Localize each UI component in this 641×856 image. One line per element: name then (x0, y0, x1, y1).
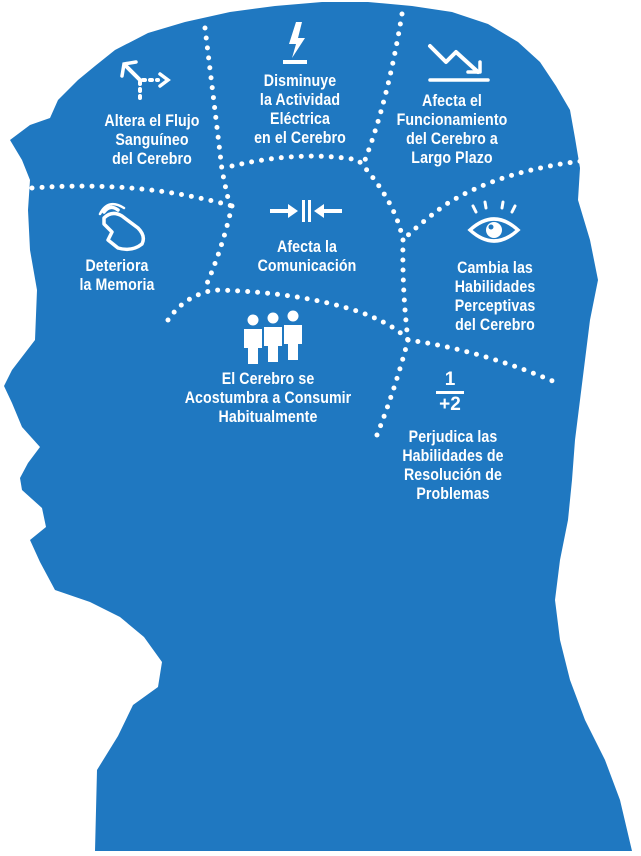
label-line: la Memoria (79, 276, 155, 294)
label-line: Perceptivas (454, 297, 536, 315)
label-line: Problemas (416, 485, 490, 503)
label-line: Habilidades de (402, 447, 504, 465)
label-line: Habitualmente (218, 408, 318, 426)
divider-dotted-line (362, 11, 405, 163)
label-line: Eléctrica (270, 110, 330, 128)
lightning-bolt-icon (283, 22, 307, 64)
divider-dotted-line (400, 237, 411, 343)
label-problem-solving: Perjudica las Habilidades de Resolución … (389, 428, 518, 504)
label-communication: Afecta la Comunicación (243, 238, 372, 276)
label-line: Disminuye (263, 72, 337, 90)
label-line: Acostumbra a Consumir (184, 389, 352, 407)
label-electrical: Disminuye la Actividad Eléctrica en el C… (231, 72, 369, 148)
label-habit: El Cerebro se Acostumbra a Consumir Habi… (182, 370, 354, 427)
people-group-icon (244, 310, 302, 364)
label-line: El Cerebro se (221, 370, 315, 388)
finger-tap-icon (98, 202, 146, 252)
label-line: en el Cerebro (254, 129, 346, 147)
fraction-top: 1 (444, 369, 456, 390)
label-line: Habilidades (454, 278, 536, 296)
eye-icon (467, 200, 521, 243)
head-silhouette (4, 2, 632, 851)
label-line: del Cerebro (112, 150, 192, 168)
region-divider-dots (29, 11, 593, 443)
divider-dotted-line (29, 183, 235, 209)
label-line: Resolución de (403, 466, 503, 484)
divider-dotted-line (202, 25, 233, 208)
label-line: Comunicación (257, 257, 357, 275)
fraction-bottom: +2 (439, 394, 461, 415)
divider-dotted-line (229, 153, 406, 243)
fraction-sum-icon: 1 +2 (430, 370, 470, 414)
label-line: del Cerebro (455, 316, 535, 334)
divider-dotted-line (400, 157, 593, 243)
trending-down-icon (428, 44, 490, 82)
label-line: Largo Plazo (411, 149, 493, 167)
branching-arrow-icon (120, 60, 171, 100)
label-line: Altera el Flujo (104, 112, 200, 130)
label-line: la Actividad (259, 91, 341, 109)
divider-dotted-line (372, 337, 411, 443)
label-line: Deteriora (85, 257, 149, 275)
label-long-term: Afecta el Funcionamiento del Cerebro a L… (383, 92, 521, 168)
divider-dotted-line (202, 203, 235, 291)
label-memory: Deteriora la Memoria (61, 257, 173, 295)
label-line: Cambia las (457, 259, 533, 277)
label-line: Afecta el (422, 92, 482, 110)
arrows-inward-icon (270, 200, 342, 222)
label-line: Perjudica las (408, 428, 498, 446)
label-line: del Cerebro a (406, 130, 498, 148)
label-blood-flow: Altera el Flujo Sanguíneo del Cerebro (83, 112, 221, 169)
label-line: Afecta la (277, 238, 337, 256)
label-line: Funcionamiento (396, 111, 508, 129)
label-line: Sanguíneo (115, 131, 189, 149)
fraction-bar (436, 391, 464, 394)
icon-layer (98, 22, 521, 364)
divider-dotted-line (165, 287, 411, 343)
label-perception: Cambia las Habilidades Perceptivas del C… (431, 259, 560, 335)
